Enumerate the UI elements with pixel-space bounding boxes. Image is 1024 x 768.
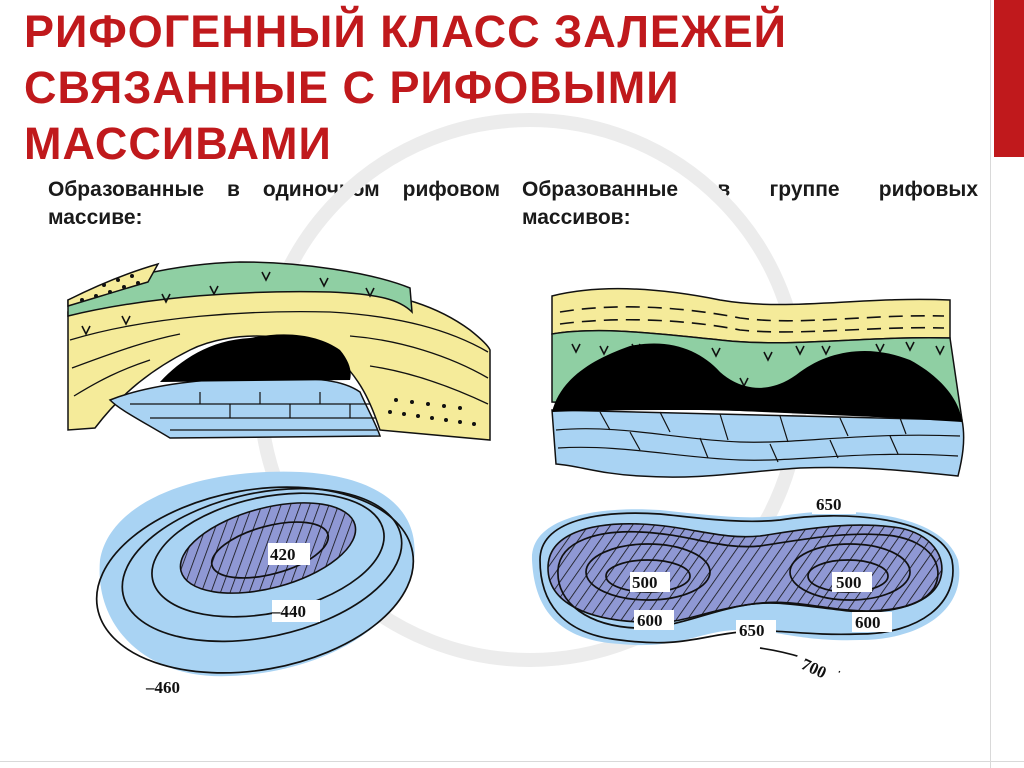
contour-label-420: 420 (270, 545, 296, 564)
single-reef-contour-map (95, 471, 415, 698)
green-v-marks (81, 271, 375, 336)
contour-label-600-right: 600 (855, 613, 881, 632)
title-line-1: РИФОГЕННЫЙ КЛАСС ЗАЛЕЖЕЙ (24, 6, 787, 57)
reef-group-contour-map (531, 494, 960, 683)
sand-brick-lines (69, 310, 489, 405)
contour-label-460: –460 (145, 678, 180, 697)
contour-label-500-right: 500 (836, 573, 862, 592)
title-line-2: СВЯЗАННЫЕ С РИФОВЫМИ (24, 62, 680, 113)
reef-group-cross-section (551, 288, 965, 478)
group-sand-dashes (559, 306, 945, 333)
group-v-marks (571, 341, 945, 388)
group-water-brick-lines (555, 411, 961, 463)
contour-label-500-left: 500 (632, 573, 658, 592)
group-oil-deposits (552, 343, 962, 422)
contour-label-650-middle: 650 (739, 621, 765, 640)
title-line-3: МАССИВАМИ (24, 118, 332, 169)
right-heading: Образованные в группе рифовых массивов: (522, 178, 978, 229)
single-reef-cross-section (67, 261, 491, 441)
oil-deposit (160, 334, 351, 382)
slide-title: РИФОГЕННЫЙ КЛАСС ЗАЛЕЖЕЙ СВЯЗАННЫЕ С РИФ… (24, 4, 924, 172)
contour-label-600-left: 600 (637, 611, 663, 630)
frame-line-bottom (0, 761, 1024, 762)
frame-line-right (990, 0, 991, 768)
accent-bar (994, 0, 1024, 157)
green-layer (67, 261, 413, 317)
sand-dots (80, 274, 476, 426)
sand-layer-top (67, 262, 160, 308)
contour-label-650-top: 650 (816, 495, 842, 514)
water-brick-lines (130, 392, 378, 431)
contour-label-440: –440 (271, 602, 306, 621)
group-water-layer (551, 409, 965, 478)
water-layer (108, 377, 382, 439)
left-heading: Образованные в одиночном рифовом массиве… (48, 178, 500, 229)
